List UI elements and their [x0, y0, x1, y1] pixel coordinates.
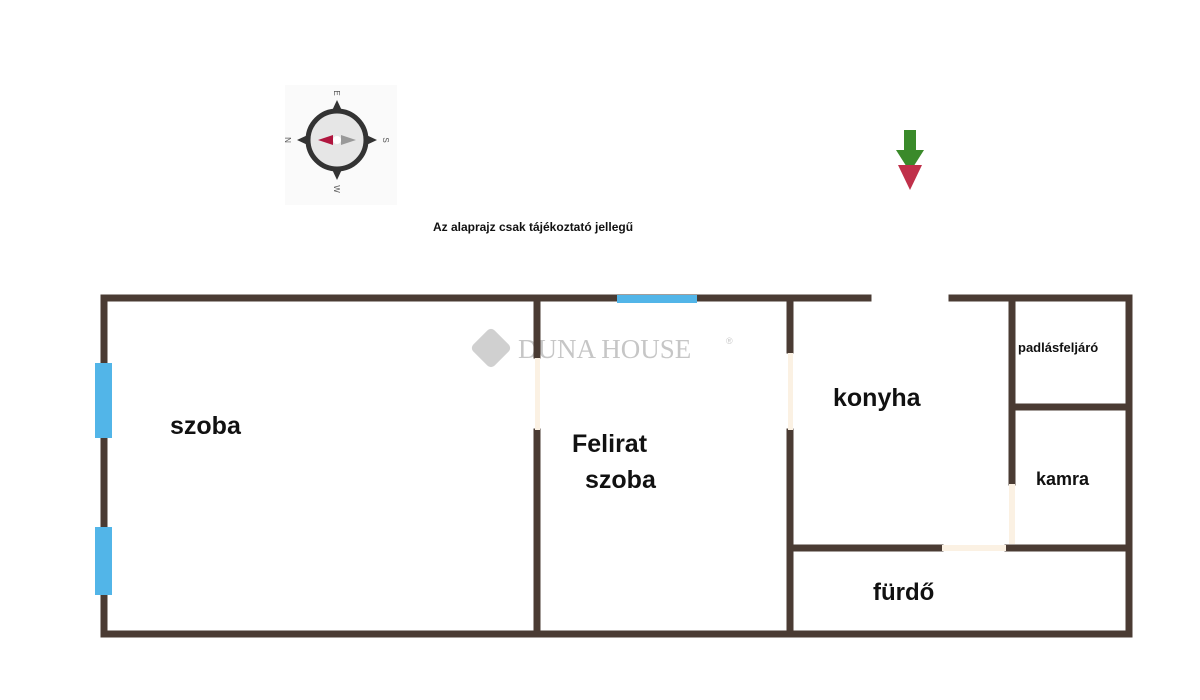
room-label-szoba: szoba: [170, 412, 242, 440]
room-label-padlasfeljaro: padlásfeljáró: [1018, 340, 1098, 355]
room-label-kamra: kamra: [1036, 469, 1090, 489]
entrance-arrow-icon: [896, 130, 924, 190]
room-label-szoba-2: szoba: [585, 466, 657, 494]
doors: [535, 353, 1015, 551]
watermark-registered: ®: [726, 336, 733, 346]
disclaimer-note: Az alaprajz csak tájékoztató jellegű: [433, 220, 633, 234]
room-label-furdo: fürdő: [873, 579, 934, 606]
compass-label-top: E: [332, 90, 341, 95]
watermark-text: DUNA HOUSE: [518, 334, 691, 364]
compass-label-right: S: [381, 137, 390, 142]
compass-label-left: N: [283, 137, 292, 143]
walls: [100, 294, 1133, 638]
duna-house-watermark: DUNA HOUSE ®: [471, 328, 733, 368]
windows: [95, 295, 697, 595]
compass-label-bottom: W: [332, 185, 341, 193]
room-label-konyha: konyha: [833, 384, 922, 412]
compass-icon: E S W N: [283, 85, 397, 205]
room-label-felirat: Felirat: [572, 430, 648, 458]
